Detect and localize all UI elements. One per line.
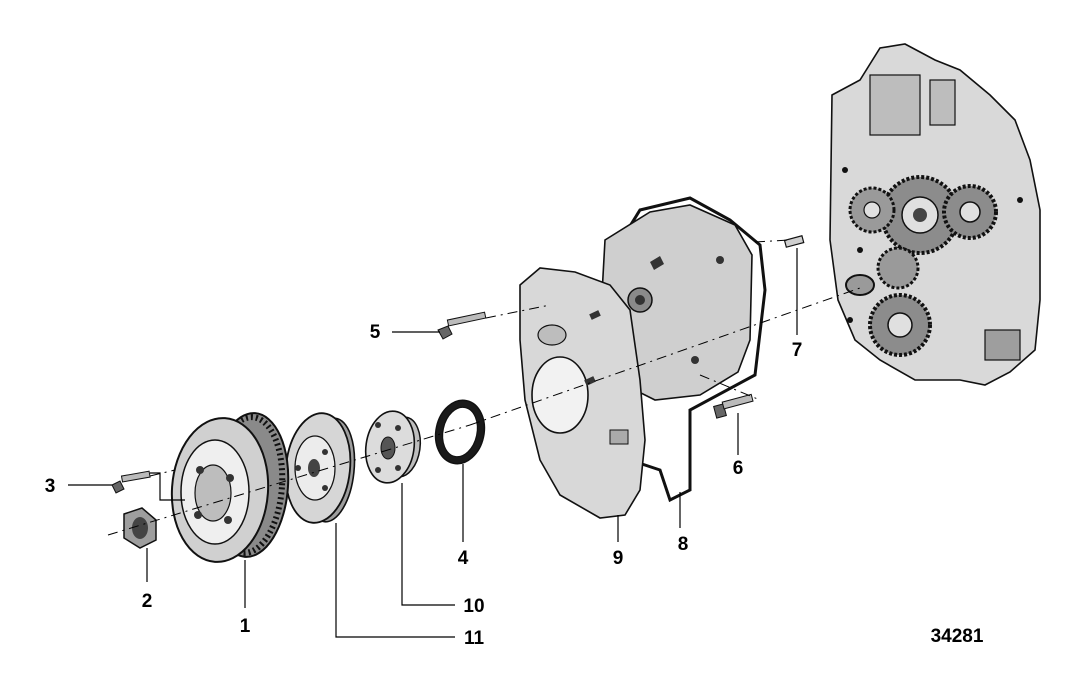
callout-4: 4: [458, 548, 469, 569]
timing-gears: [845, 175, 998, 357]
callout-3: 3: [45, 476, 56, 497]
leader-lines: [68, 248, 798, 638]
crankshaft-seal: [434, 399, 486, 465]
callout-9: 9: [613, 548, 624, 569]
bolt-6: [713, 393, 754, 419]
callout-1: 1: [240, 616, 251, 637]
callout-8: 8: [678, 534, 689, 555]
nut-2: [123, 507, 157, 549]
assembly-centerlines: [107, 239, 861, 536]
figure-number: 34281: [931, 626, 984, 647]
callout-7: 7: [792, 340, 803, 361]
callout-10: 10: [463, 596, 484, 617]
crankshaft-hub: [364, 410, 422, 484]
engine-block: [829, 43, 1041, 386]
callout-11: 11: [464, 628, 485, 649]
small-pulley: [284, 412, 356, 524]
bolt-5: [437, 311, 487, 340]
callout-5: 5: [370, 322, 381, 343]
callout-2: 2: [142, 591, 153, 612]
bolt-3: [111, 470, 151, 494]
callout-6: 6: [733, 458, 744, 479]
crankshaft-pulley-damper: [170, 412, 290, 563]
callout-labels: 1 2 3 4 5 6 7 8 9 10 11: [45, 322, 803, 649]
dowel-pin: [783, 235, 805, 248]
